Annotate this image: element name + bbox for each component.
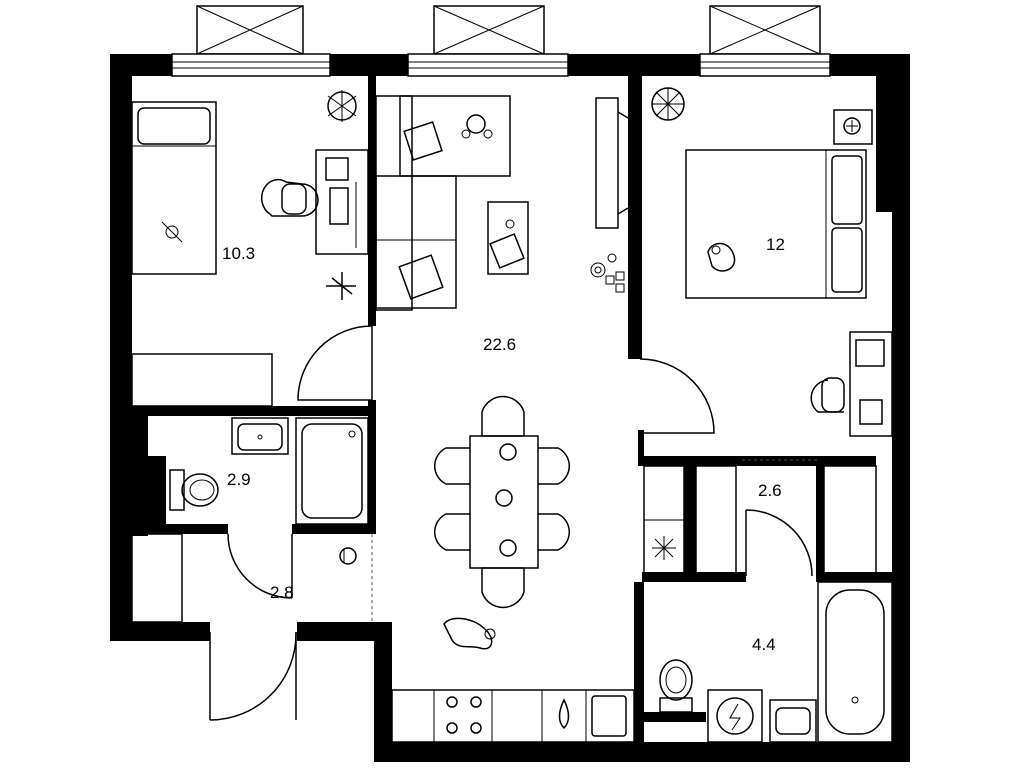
wardrobe-storage <box>823 465 877 577</box>
area-bedroom-left: 10.3 <box>222 244 255 263</box>
toy-plane <box>326 272 356 300</box>
chair-left <box>260 178 319 217</box>
toilet-small <box>169 469 219 511</box>
fixtures-bathroom-small <box>169 417 369 525</box>
door-storage <box>745 509 813 577</box>
window-center <box>407 53 569 77</box>
windows <box>171 53 831 77</box>
bathtub-large <box>817 581 893 743</box>
bed-single <box>131 101 217 275</box>
ball-toy <box>339 547 357 565</box>
washing-machine <box>707 689 763 743</box>
furniture-hall <box>131 533 357 623</box>
door-entrance <box>209 631 297 721</box>
window-left <box>171 53 331 77</box>
kitchen-counter <box>391 689 635 743</box>
area-bathroom-small: 2.9 <box>227 470 251 489</box>
sink-small <box>231 417 289 455</box>
bed-double <box>685 149 867 299</box>
storage-shelf <box>695 465 737 577</box>
fridge-cabinet <box>643 465 685 577</box>
walls <box>110 54 910 762</box>
dining-table <box>434 395 570 609</box>
area-bathroom-large: 4.4 <box>752 635 776 654</box>
door-bathroom-small <box>227 533 293 599</box>
fixtures-bathroom-large <box>659 581 893 743</box>
sink-large <box>769 699 817 743</box>
nightstand-lamp <box>833 109 873 145</box>
snowflake-icon <box>652 536 676 560</box>
coffee-table <box>487 201 529 275</box>
desk-left <box>315 149 369 255</box>
toys-floor <box>590 253 625 293</box>
furniture-left-bedroom <box>131 90 369 407</box>
tv-unit <box>595 97 629 229</box>
door-right-bedroom <box>639 358 715 434</box>
area-storage: 2.6 <box>758 481 782 500</box>
chair-right <box>810 377 845 413</box>
doors <box>209 325 820 721</box>
balcony-right <box>709 5 821 55</box>
room-area-labels: 10.3 22.6 12 2.9 2.8 2.6 4.4 <box>222 235 785 654</box>
plant-left <box>327 90 357 122</box>
plant-right <box>651 87 685 121</box>
window-right <box>699 53 831 77</box>
balcony-center <box>433 5 545 55</box>
balcony-left <box>196 5 304 55</box>
cat <box>707 242 736 272</box>
wardrobe-hall <box>131 533 183 623</box>
wardrobe-left <box>131 353 273 407</box>
bathtub-small <box>295 417 369 525</box>
sofa <box>375 95 511 311</box>
armchair-toy <box>461 114 493 139</box>
furniture-storage <box>643 465 877 577</box>
area-living-kitchen: 22.6 <box>483 335 516 354</box>
dog <box>443 617 496 650</box>
area-hall: 2.8 <box>270 583 294 602</box>
furniture-living <box>375 95 635 743</box>
desk-right <box>849 331 893 437</box>
area-bedroom-right: 12 <box>766 235 785 254</box>
door-left-bedroom <box>297 325 373 401</box>
toilet-large <box>659 659 693 713</box>
balconies <box>196 5 821 55</box>
furniture-right-bedroom <box>651 87 893 437</box>
